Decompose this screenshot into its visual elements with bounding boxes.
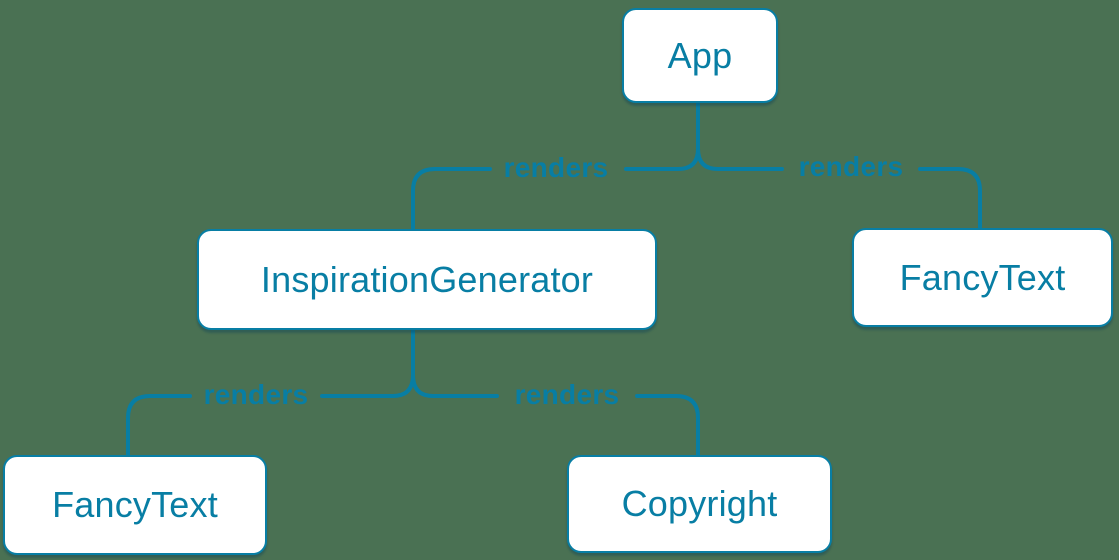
edge-label-renders-inspiration-generator-fancy-text: renders xyxy=(203,379,309,410)
node-copyright: Copyright xyxy=(567,455,832,553)
node-fancy-text-top-label: FancyText xyxy=(899,256,1066,298)
node-inspiration-generator-label: InspirationGenerator xyxy=(260,258,594,300)
node-copyright-label: Copyright xyxy=(621,483,778,524)
edge-inspiration-generator-to-fancy-text xyxy=(126,394,192,456)
edge-label-renders-app-inspiration-generator: renders xyxy=(503,152,609,183)
node-fancy-text-bottom: FancyText xyxy=(3,455,267,555)
node-app: App xyxy=(622,8,778,103)
edge-label-renders-app-fancy-text: renders xyxy=(798,151,904,182)
node-app-label: App xyxy=(667,34,733,76)
edge-app-fork xyxy=(624,148,784,171)
edge-app-to-inspiration-generator xyxy=(411,167,492,230)
node-fancy-text-bottom-label: FancyText xyxy=(52,484,218,525)
edge-app-to-fancy-text xyxy=(918,167,982,229)
node-fancy-text-top: FancyText xyxy=(852,228,1113,327)
edge-label-renders-inspiration-generator-copyright: renders xyxy=(514,379,620,410)
node-inspiration-generator: InspirationGenerator xyxy=(197,229,657,330)
edge-inspiration-generator-fork xyxy=(320,374,499,398)
edge-inspiration-generator-to-copyright xyxy=(635,394,700,456)
